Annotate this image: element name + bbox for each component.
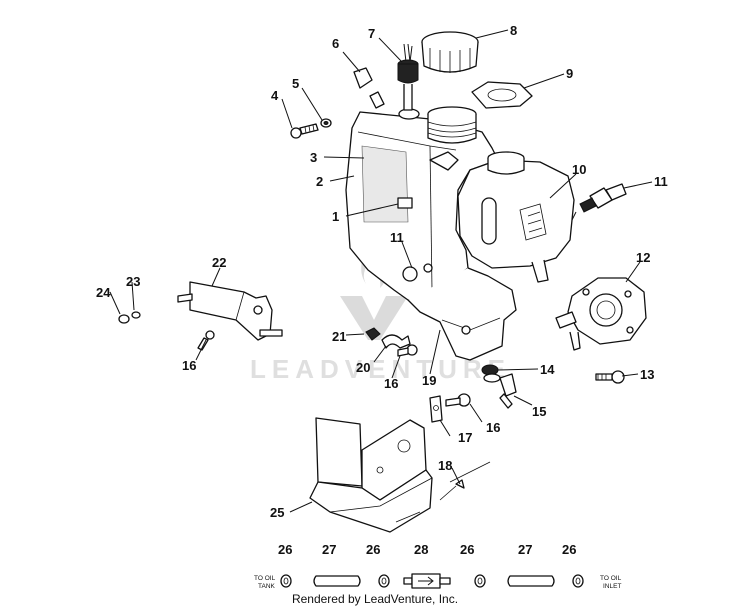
callout-25: 25 [270, 505, 284, 520]
note-oil-inlet-line1: TO OIL [600, 575, 622, 582]
callout-16-center: 16 [384, 376, 398, 391]
screw-13 [595, 370, 625, 384]
callout-16-right: 16 [486, 420, 500, 435]
callout-11-left: 11 [390, 230, 404, 245]
clip-20 [381, 334, 411, 349]
callout-21: 21 [332, 329, 346, 344]
screw-4 [290, 123, 319, 139]
callout-18: 18 [438, 458, 452, 473]
hose-kit [280, 573, 584, 589]
callout-2: 2 [316, 174, 323, 189]
washer-23 [131, 311, 141, 319]
callout-24: 24 [96, 285, 111, 300]
reservoir [457, 151, 575, 283]
callout-13: 13 [640, 367, 654, 382]
callout-1: 1 [332, 209, 339, 224]
note-oil-tank-line1: TO OIL [254, 575, 276, 582]
leader-lines [109, 29, 653, 513]
bracket-22 [177, 281, 283, 341]
callout-26-c: 26 [460, 542, 474, 557]
callout-23: 23 [126, 274, 140, 289]
callout-26-d: 26 [562, 542, 576, 557]
callout-9: 9 [566, 66, 573, 81]
nut-21 [365, 327, 381, 341]
level-sensor-7 [397, 43, 419, 111]
bracket-17 [429, 395, 443, 423]
fitting-11-right [571, 183, 627, 221]
reservoir-cap-9 [471, 81, 533, 109]
note-oil-inlet-line2: INLET [603, 583, 621, 590]
callout-11-right: 11 [654, 174, 668, 189]
nut-24 [118, 314, 130, 324]
callout-10: 10 [572, 162, 586, 177]
watermark-text: LEADVENTURE [250, 354, 511, 384]
render-credit: Rendered by LeadVenture, Inc. [291, 592, 459, 606]
leadventure-watermark: LEADVENTURE [250, 240, 511, 384]
callout-3: 3 [310, 150, 317, 165]
oil-tank [345, 106, 517, 361]
callout-8: 8 [510, 23, 517, 38]
callout-12: 12 [636, 250, 650, 265]
oil-pump-12 [555, 277, 647, 351]
callout-20: 20 [356, 360, 370, 375]
callout-16-left: 16 [182, 358, 196, 373]
mount-plate-25 [309, 417, 433, 533]
washer-5 [320, 118, 332, 128]
callout-4: 4 [271, 88, 279, 103]
screw-16-center [397, 344, 418, 357]
tank-cap-8 [421, 31, 479, 73]
callout-15: 15 [532, 404, 546, 419]
screw-16-mid [445, 393, 471, 407]
callout-5: 5 [292, 76, 299, 91]
callout-7: 7 [368, 26, 375, 41]
clamp-6 [353, 67, 385, 109]
elbow-fitting-15 [499, 373, 517, 409]
callout-22: 22 [212, 255, 226, 270]
hose-notes: TO OIL TANK TO OIL INLET [254, 575, 622, 590]
callout-28: 28 [414, 542, 428, 557]
note-oil-tank-line2: TANK [258, 583, 276, 590]
grommet-14 [481, 364, 501, 383]
callout-14: 14 [540, 362, 555, 377]
callout-26-a: 26 [278, 542, 292, 557]
callout-17: 17 [458, 430, 472, 445]
callout-27-a: 27 [322, 542, 336, 557]
callout-27-b: 27 [518, 542, 532, 557]
callout-26-b: 26 [366, 542, 380, 557]
callout-19: 19 [422, 373, 436, 388]
callout-labels: 1 2 3 4 5 6 7 8 9 10 11 11 12 13 14 15 1… [96, 23, 668, 557]
callout-6: 6 [332, 36, 339, 51]
